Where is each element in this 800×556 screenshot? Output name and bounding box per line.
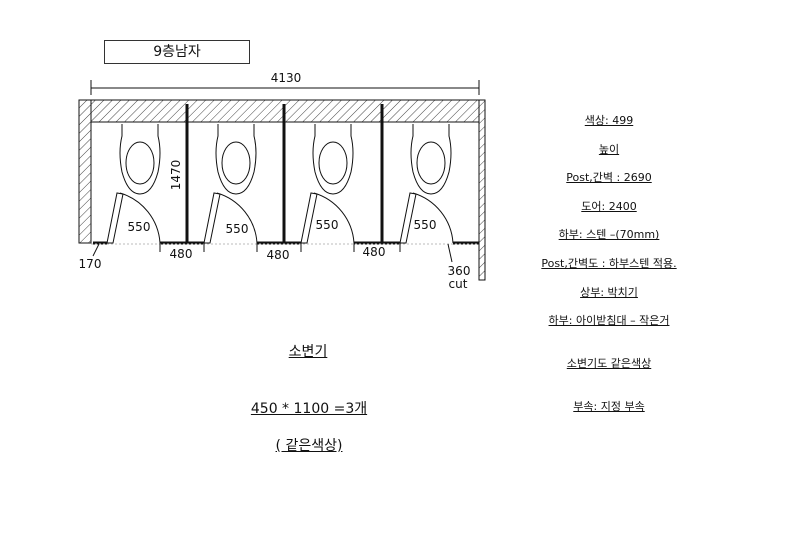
toilet-4 [410,124,452,195]
spec-door: 도어: 2400 [581,200,637,213]
partitions [185,104,384,244]
end-right-note: cut [449,277,468,291]
toilet-1 [119,124,161,195]
floor-title: 9층남자 [104,40,250,64]
end-left-label: 170 [79,257,102,271]
right-wall [478,99,486,281]
spec-top: 상부: 박치기 [580,286,638,299]
door-width-label: 550 [316,218,339,232]
urinal-color-note: ( 같은색상) [275,438,343,454]
door-1 [106,192,161,244]
overall-dimension [90,80,480,95]
gap-width-label: 480 [363,245,386,259]
stall-depth-label: 1470 [169,160,183,191]
door-width-label: 550 [414,218,437,232]
spec-bottom: 하부: 스텐 –(70mm) [558,228,660,241]
gap-width-label: 480 [170,247,193,261]
door-width-label: 550 [128,220,151,234]
spec-color: 색상: 499 [584,114,634,127]
front-rails [91,241,479,263]
toilet-2 [215,124,257,195]
end-right-label: 360 [448,264,471,278]
door-width-label: 550 [226,222,249,236]
door-2 [203,192,258,244]
door-3 [300,192,355,244]
gap-width-label: 480 [267,248,290,262]
door-4 [399,192,454,244]
spec-height: 높이 [598,143,620,156]
spec-urinal-color: 소변기도 같은색상 [566,357,652,370]
left-wall [78,99,92,244]
spec-bottom-support: 하부: 아이받침대 – 작은거 [548,314,670,327]
spec-post-bottom: Post,간벽도 : 하부스텐 적용. [541,257,677,270]
spec-hardware: 부속: 지정 부속 [573,400,645,413]
urinal-size: 450 * 1100 =3개 [250,401,368,417]
toilet-3 [312,124,354,195]
spec-post-wall: Post,간벽 : 2690 [566,171,652,184]
overall-width-label: 4130 [271,71,302,85]
urinal-heading: 소변기 [288,344,328,360]
